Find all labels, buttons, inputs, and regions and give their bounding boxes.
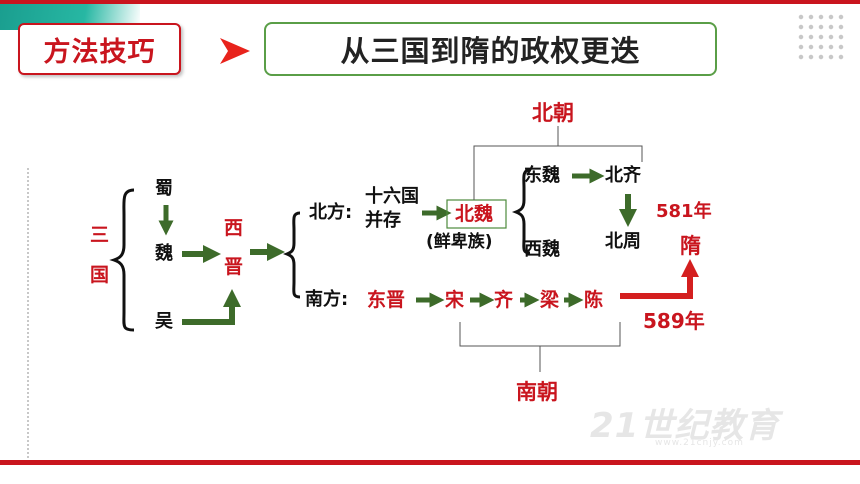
north-label: 北方: <box>309 202 353 223</box>
northern-qi-label: 北齐 <box>605 165 641 186</box>
qi-label: 齐 <box>494 289 514 311</box>
shu-label: 蜀 <box>155 178 173 199</box>
northern-dynasties-label: 北朝 <box>532 101 574 125</box>
northern-zhou-label: 北周 <box>605 231 641 252</box>
pointer-arrow-icon <box>220 38 250 64</box>
southern-dynasties-label: 南朝 <box>516 380 558 404</box>
three-kingdoms-char-2: 国 <box>90 264 110 286</box>
northern-wei-box <box>446 199 507 229</box>
sui-label: 隋 <box>680 234 701 258</box>
south-label: 南方: <box>305 289 349 310</box>
slide-title: 从三国到隋的政权更迭 <box>340 34 641 68</box>
sixteen-kingdoms-label: 十六国 <box>365 186 419 207</box>
three-kingdoms-char-1: 三 <box>90 224 110 246</box>
wei-label: 魏 <box>155 243 173 264</box>
western-wei-label: 西魏 <box>524 239 560 260</box>
top-accent-line <box>0 0 860 4</box>
method-tips-label: 方法技巧 <box>43 36 156 68</box>
eastern-jin-label: 东晋 <box>367 289 406 311</box>
year-589-label: 589年 <box>643 309 705 333</box>
watermark-url: www.21cnjy.com <box>655 438 744 448</box>
dotted-divider <box>27 168 29 458</box>
three-kingdoms-brace <box>109 188 135 332</box>
liang-label: 梁 <box>540 289 560 311</box>
west-label: 西 <box>224 217 244 239</box>
coexist-label: 并存 <box>365 210 401 231</box>
north-south-brace <box>282 211 301 299</box>
year-581-label: 581年 <box>656 201 712 222</box>
slide-title-box: 从三国到隋的政权更迭 <box>264 22 717 76</box>
arrow-chen-sui <box>620 259 699 299</box>
southern-dynasties-bracket <box>459 322 621 347</box>
eastern-wei-label: 东魏 <box>524 165 560 186</box>
watermark-logo: 21世纪教育 <box>590 406 780 446</box>
xianbei-label: (鲜卑族) <box>426 232 493 252</box>
method-tips-badge: 方法技巧 <box>18 23 181 75</box>
song-label: 宋 <box>445 289 465 311</box>
jin-label: 晋 <box>224 256 244 278</box>
northern-wei-label: 北魏 <box>455 203 494 225</box>
east-west-wei-brace <box>511 168 531 255</box>
dot-grid-decoration <box>796 12 846 62</box>
bottom-accent-line <box>0 460 860 465</box>
chen-label: 陈 <box>584 289 604 311</box>
wu-label: 吴 <box>155 311 173 332</box>
arrow-wu-jin <box>182 289 241 325</box>
